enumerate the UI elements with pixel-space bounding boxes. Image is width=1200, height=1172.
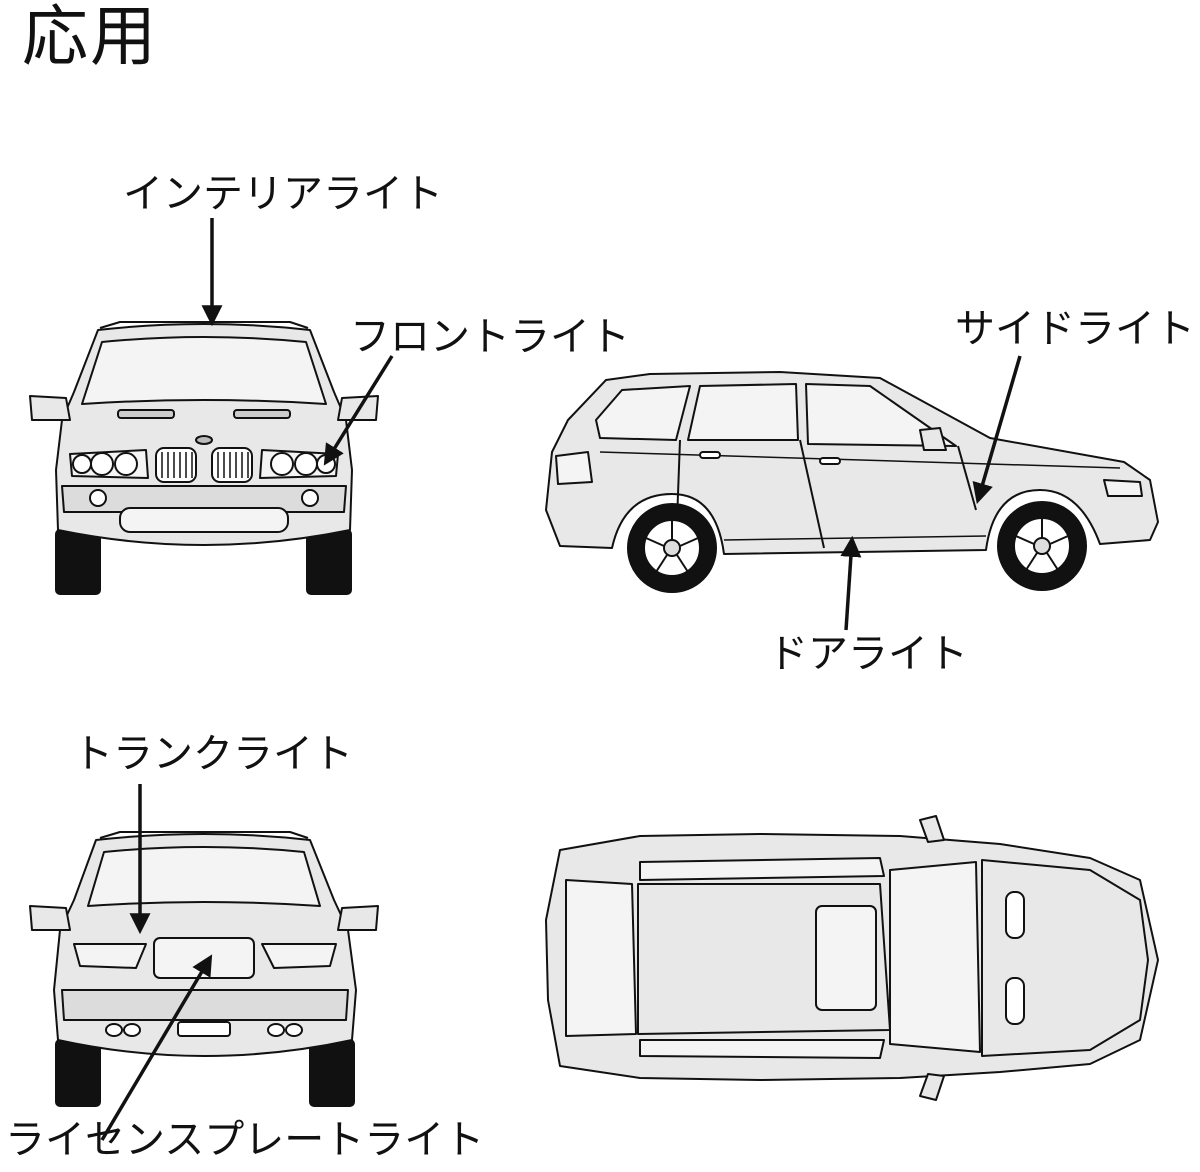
rear-window xyxy=(87,846,321,907)
side-rear-window xyxy=(595,385,691,441)
side-front-wheel xyxy=(997,501,1087,591)
rear-right-taillight xyxy=(261,943,337,969)
label-door-light: ドアライト xyxy=(768,631,968,677)
arrow-door-light xyxy=(840,535,862,631)
side-rear-wheel xyxy=(627,503,717,593)
label-side-light: サイドライト xyxy=(955,306,1195,352)
side-middle-window xyxy=(687,383,799,441)
car-top-view xyxy=(545,815,1159,1101)
side-front-window xyxy=(805,383,957,447)
rear-left-tire xyxy=(55,1039,101,1107)
car-rear-view xyxy=(29,831,379,1107)
front-left-tire xyxy=(55,529,101,595)
arrow-side-light xyxy=(972,355,1022,505)
arrow-license-plate-light xyxy=(100,954,213,1141)
front-right-tire xyxy=(306,529,352,595)
car-front-view xyxy=(29,321,379,595)
rear-left-taillight xyxy=(73,943,147,969)
rear-right-tire xyxy=(309,1039,355,1107)
label-front-light: フロントライト xyxy=(350,314,630,360)
license-plate-area xyxy=(153,937,255,979)
label-license-plate-light: ライセンスプレートライト xyxy=(5,1117,485,1163)
label-trunk-light: トランクライト xyxy=(73,731,353,777)
page-title: 応用 xyxy=(22,0,158,75)
front-left-mirror xyxy=(29,395,71,421)
callout-arrows xyxy=(100,218,1022,1141)
arrow-front-light xyxy=(323,355,394,466)
front-windshield xyxy=(81,336,327,405)
label-interior-light: インテリアライト xyxy=(123,171,443,217)
top-sunroof xyxy=(815,905,877,1011)
car-side-view xyxy=(545,371,1159,593)
